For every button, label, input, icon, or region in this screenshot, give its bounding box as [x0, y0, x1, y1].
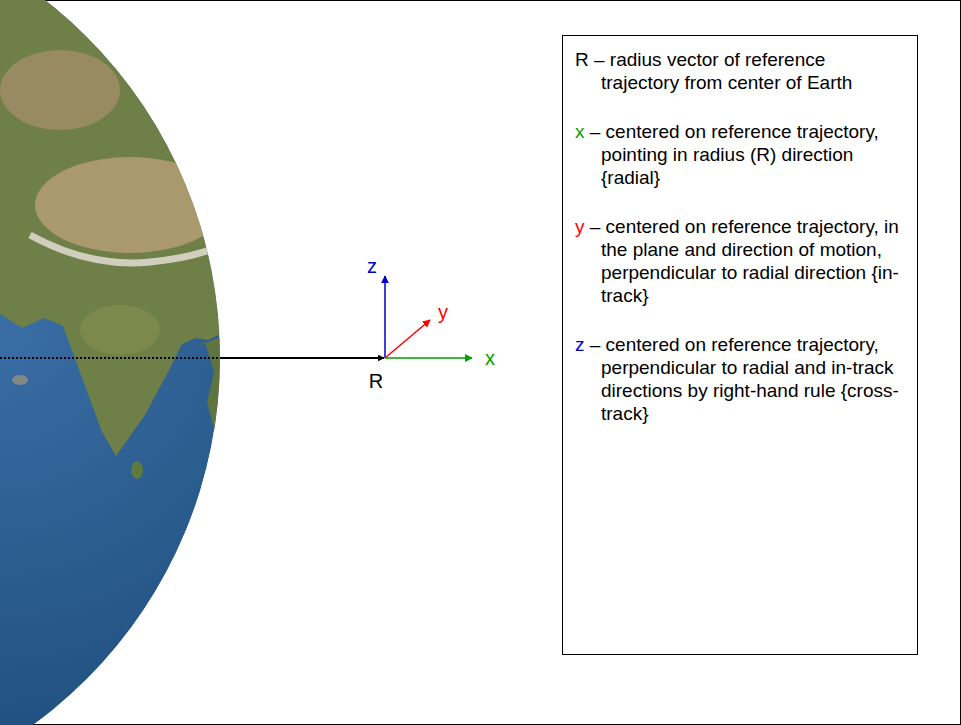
earth [0, 0, 300, 725]
plateau [35, 157, 225, 253]
axis-label: z [367, 255, 377, 277]
definition-text: x – centered on reference trajectory, po… [575, 120, 907, 189]
axis-label: x [485, 347, 495, 369]
definition-text: y – centered on reference trajectory, in… [575, 215, 907, 307]
sri-lanka [131, 461, 143, 479]
southeast-asia-land [192, 330, 240, 444]
plains [80, 305, 160, 355]
definition-text: z – centered on reference trajectory, pe… [575, 333, 907, 425]
mountains [30, 235, 215, 263]
radius-dotted [0, 357, 220, 359]
coast [12, 375, 28, 385]
asia-land [0, 0, 300, 456]
axis-label: y [438, 301, 448, 323]
y-axis [385, 320, 430, 358]
desert [0, 50, 120, 130]
x-axis [385, 357, 472, 359]
definition-text: R – radius vector of reference trajector… [575, 48, 907, 94]
legend-box: R – radius vector of reference trajector… [562, 35, 918, 655]
vector-label: R [369, 370, 383, 392]
z-axis [384, 276, 386, 358]
radius-vector [220, 357, 384, 359]
